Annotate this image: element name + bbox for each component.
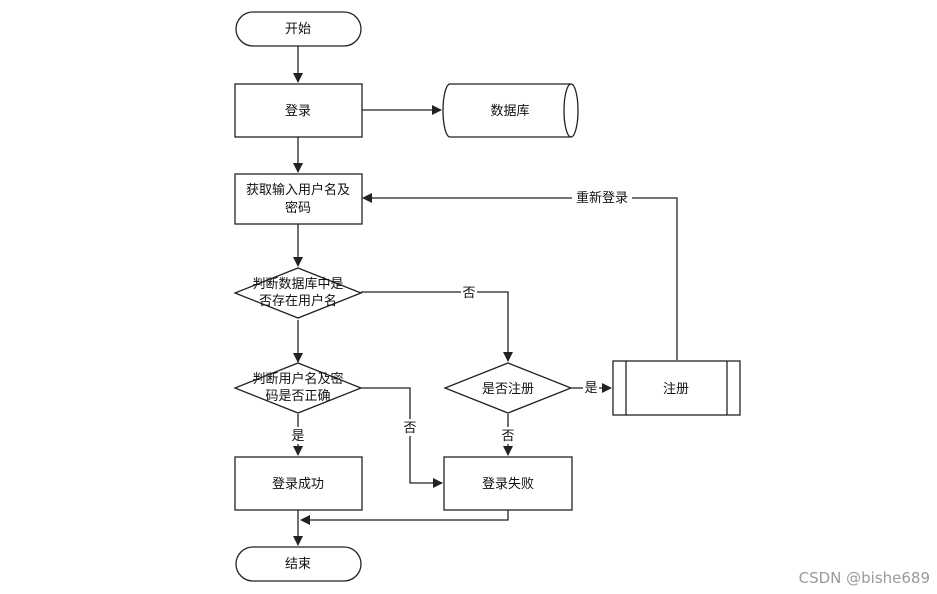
edge-label-pwd-no: 否	[403, 421, 416, 436]
watermark: CSDN @bishe689	[799, 569, 930, 587]
label-bg-reg-no	[500, 427, 516, 444]
edges	[293, 46, 678, 546]
node-login-shape	[234, 83, 363, 138]
node-start-label: 开始	[285, 22, 311, 37]
node-start: 开始	[235, 11, 362, 47]
label-bg-relogin	[572, 189, 632, 207]
node-register: 注册	[612, 360, 741, 416]
node-end-shape	[235, 546, 362, 582]
node-check-user-shape	[233, 267, 363, 319]
node-register-shape	[612, 360, 741, 416]
node-login-success-label: 登录成功	[272, 477, 324, 492]
label-bg-reg-yes	[583, 379, 599, 396]
node-end-label: 结束	[285, 557, 311, 572]
edge-checkuser-registerq	[361, 291, 513, 362]
label-bg-no-user	[461, 284, 477, 301]
node-get-input-label-line1: 获取输入用户名及	[246, 182, 350, 198]
node-get-input-shape	[234, 173, 363, 225]
node-check-user-label-line2: 否存在用户名	[259, 293, 337, 309]
node-database: 数据库	[442, 83, 579, 138]
node-check-pwd: 判断用户名及密 码是否正确	[233, 362, 363, 414]
label-bg-pwd-no	[402, 419, 418, 436]
node-register-question-shape	[443, 362, 573, 414]
node-login: 登录	[234, 83, 363, 138]
node-login-fail-shape	[443, 456, 573, 511]
edge-label-pwd-yes: 是	[291, 429, 304, 444]
node-register-label: 注册	[663, 382, 689, 397]
edge-labels: 重新登录 否 是 否 是 否	[290, 189, 632, 444]
node-start-shape	[235, 11, 362, 47]
node-get-input: 获取输入用户名及 密码	[234, 173, 363, 225]
edge-label-reg-no: 否	[501, 429, 514, 444]
label-bg-pwd-yes	[290, 427, 306, 444]
edge-register-relogin	[362, 193, 678, 360]
edge-fail-merge	[300, 510, 509, 525]
nodes: 开始 登录 数据库 获取输入用户名及 密码 判断数据库中是 否存在用户名	[233, 11, 741, 582]
node-get-input-label-line2: 密码	[285, 200, 311, 216]
edge-label-reg-yes: 是	[584, 381, 597, 396]
node-check-pwd-label-line2: 码是否正确	[265, 389, 330, 404]
node-login-success-shape	[234, 456, 363, 511]
node-end: 结束	[235, 546, 362, 582]
node-login-fail: 登录失败	[443, 456, 573, 511]
node-database-shape-end	[563, 83, 572, 138]
node-check-pwd-label-line1: 判断用户名及密	[252, 371, 343, 387]
edge-checkpwd-fail	[361, 387, 443, 488]
node-register-question: 是否注册	[443, 362, 573, 414]
edge-label-no-user: 否	[462, 286, 475, 301]
node-login-label: 登录	[285, 104, 311, 119]
node-database-label: 数据库	[490, 103, 529, 119]
node-check-pwd-shape	[233, 362, 363, 414]
edge-label-relogin: 重新登录	[576, 190, 628, 206]
node-login-fail-label: 登录失败	[482, 477, 534, 492]
node-register-question-label: 是否注册	[482, 382, 534, 397]
node-login-success: 登录成功	[234, 456, 363, 511]
node-check-user: 判断数据库中是 否存在用户名	[233, 267, 363, 319]
node-check-user-label-line1: 判断数据库中是	[252, 276, 343, 292]
